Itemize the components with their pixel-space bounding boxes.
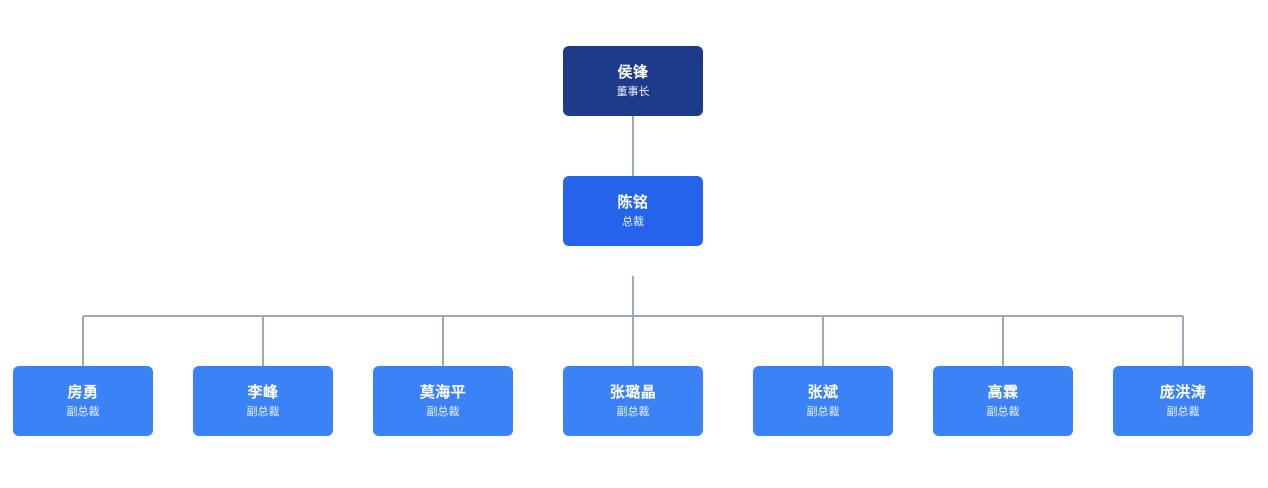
node-title: 副总裁 <box>246 405 280 418</box>
node-name: 张璐晶 <box>609 383 657 401</box>
node-name: 莫海平 <box>419 383 467 401</box>
node-title: 副总裁 <box>806 405 840 418</box>
node-title: 副总裁 <box>66 405 100 418</box>
node-chairman[interactable]: 侯锋 董事长 <box>563 46 703 116</box>
node-title: 副总裁 <box>616 405 650 418</box>
node-name: 庞洪涛 <box>1159 383 1207 401</box>
node-vice-president[interactable]: 高霖 副总裁 <box>933 366 1073 436</box>
node-name: 陈铭 <box>617 193 649 211</box>
node-vice-president[interactable]: 张斌 副总裁 <box>753 366 893 436</box>
node-title: 副总裁 <box>986 405 1020 418</box>
node-title: 副总裁 <box>426 405 460 418</box>
node-name: 侯锋 <box>617 63 649 81</box>
node-vice-president[interactable]: 庞洪涛 副总裁 <box>1113 366 1253 436</box>
node-name: 房勇 <box>67 383 99 401</box>
node-vice-president[interactable]: 莫海平 副总裁 <box>373 366 513 436</box>
node-president[interactable]: 陈铭 总裁 <box>563 176 703 246</box>
node-title: 副总裁 <box>1166 405 1200 418</box>
node-vice-president[interactable]: 房勇 副总裁 <box>13 366 153 436</box>
node-name: 李峰 <box>247 383 279 401</box>
node-name: 高霖 <box>987 383 1019 401</box>
node-vice-president[interactable]: 张璐晶 副总裁 <box>563 366 703 436</box>
node-title: 总裁 <box>622 215 644 228</box>
node-name: 张斌 <box>807 383 839 401</box>
node-title: 董事长 <box>616 85 650 98</box>
node-vice-president[interactable]: 李峰 副总裁 <box>193 366 333 436</box>
